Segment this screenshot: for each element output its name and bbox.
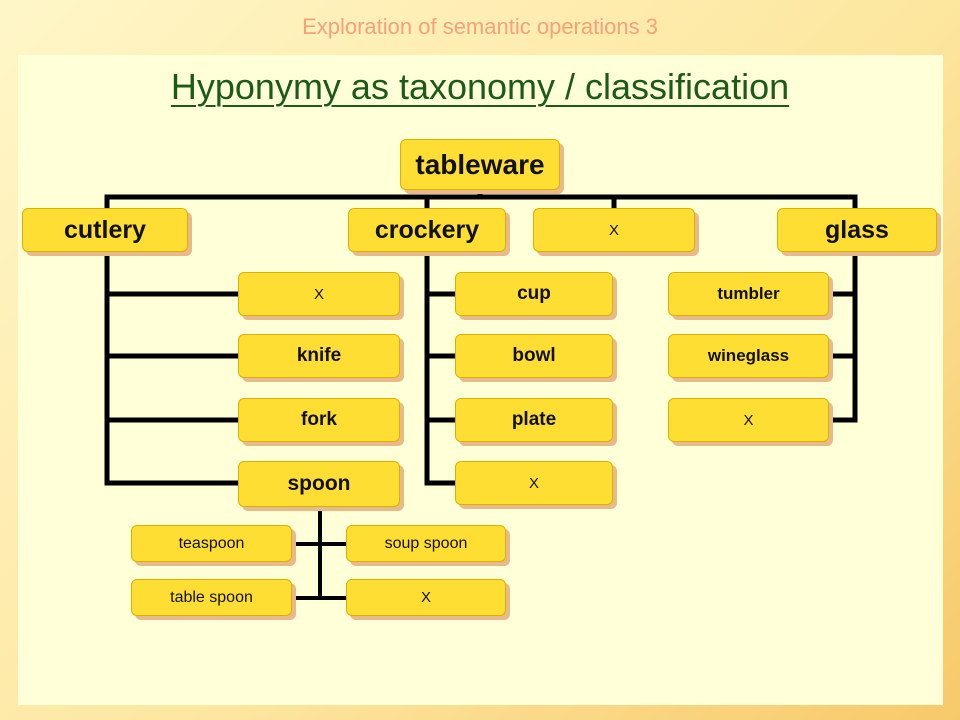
node-bowl: bowl (455, 334, 613, 378)
slide-title-text: Hyponymy as taxonomy / classification (170, 66, 790, 107)
node-wineglass: wineglass (668, 334, 829, 378)
node-spoon: spoon (238, 461, 400, 507)
node-category-x: X (533, 208, 695, 252)
node-teaspoon: teaspoon (131, 525, 292, 562)
node-cutlery: cutlery (22, 208, 188, 252)
node-soup-spoon: soup spoon (346, 525, 506, 562)
node-cutlery-x: X (238, 272, 400, 316)
node-plate: plate (455, 398, 613, 442)
node-tableware: tableware (400, 139, 560, 190)
node-crockery-x: X (455, 461, 613, 505)
node-glass-x: X (668, 398, 829, 442)
slide-title: Hyponymy as taxonomy / classification (0, 66, 960, 108)
node-tumbler: tumbler (668, 272, 829, 316)
node-cup: cup (455, 272, 613, 316)
slide-header: Exploration of semantic operations 3 (302, 14, 658, 39)
node-spoon-x: X (346, 579, 506, 616)
node-knife: knife (238, 334, 400, 378)
node-crockery: crockery (348, 208, 506, 252)
node-fork: fork (238, 398, 400, 442)
node-table-spoon: table spoon (131, 579, 292, 616)
node-glass: glass (777, 208, 937, 252)
